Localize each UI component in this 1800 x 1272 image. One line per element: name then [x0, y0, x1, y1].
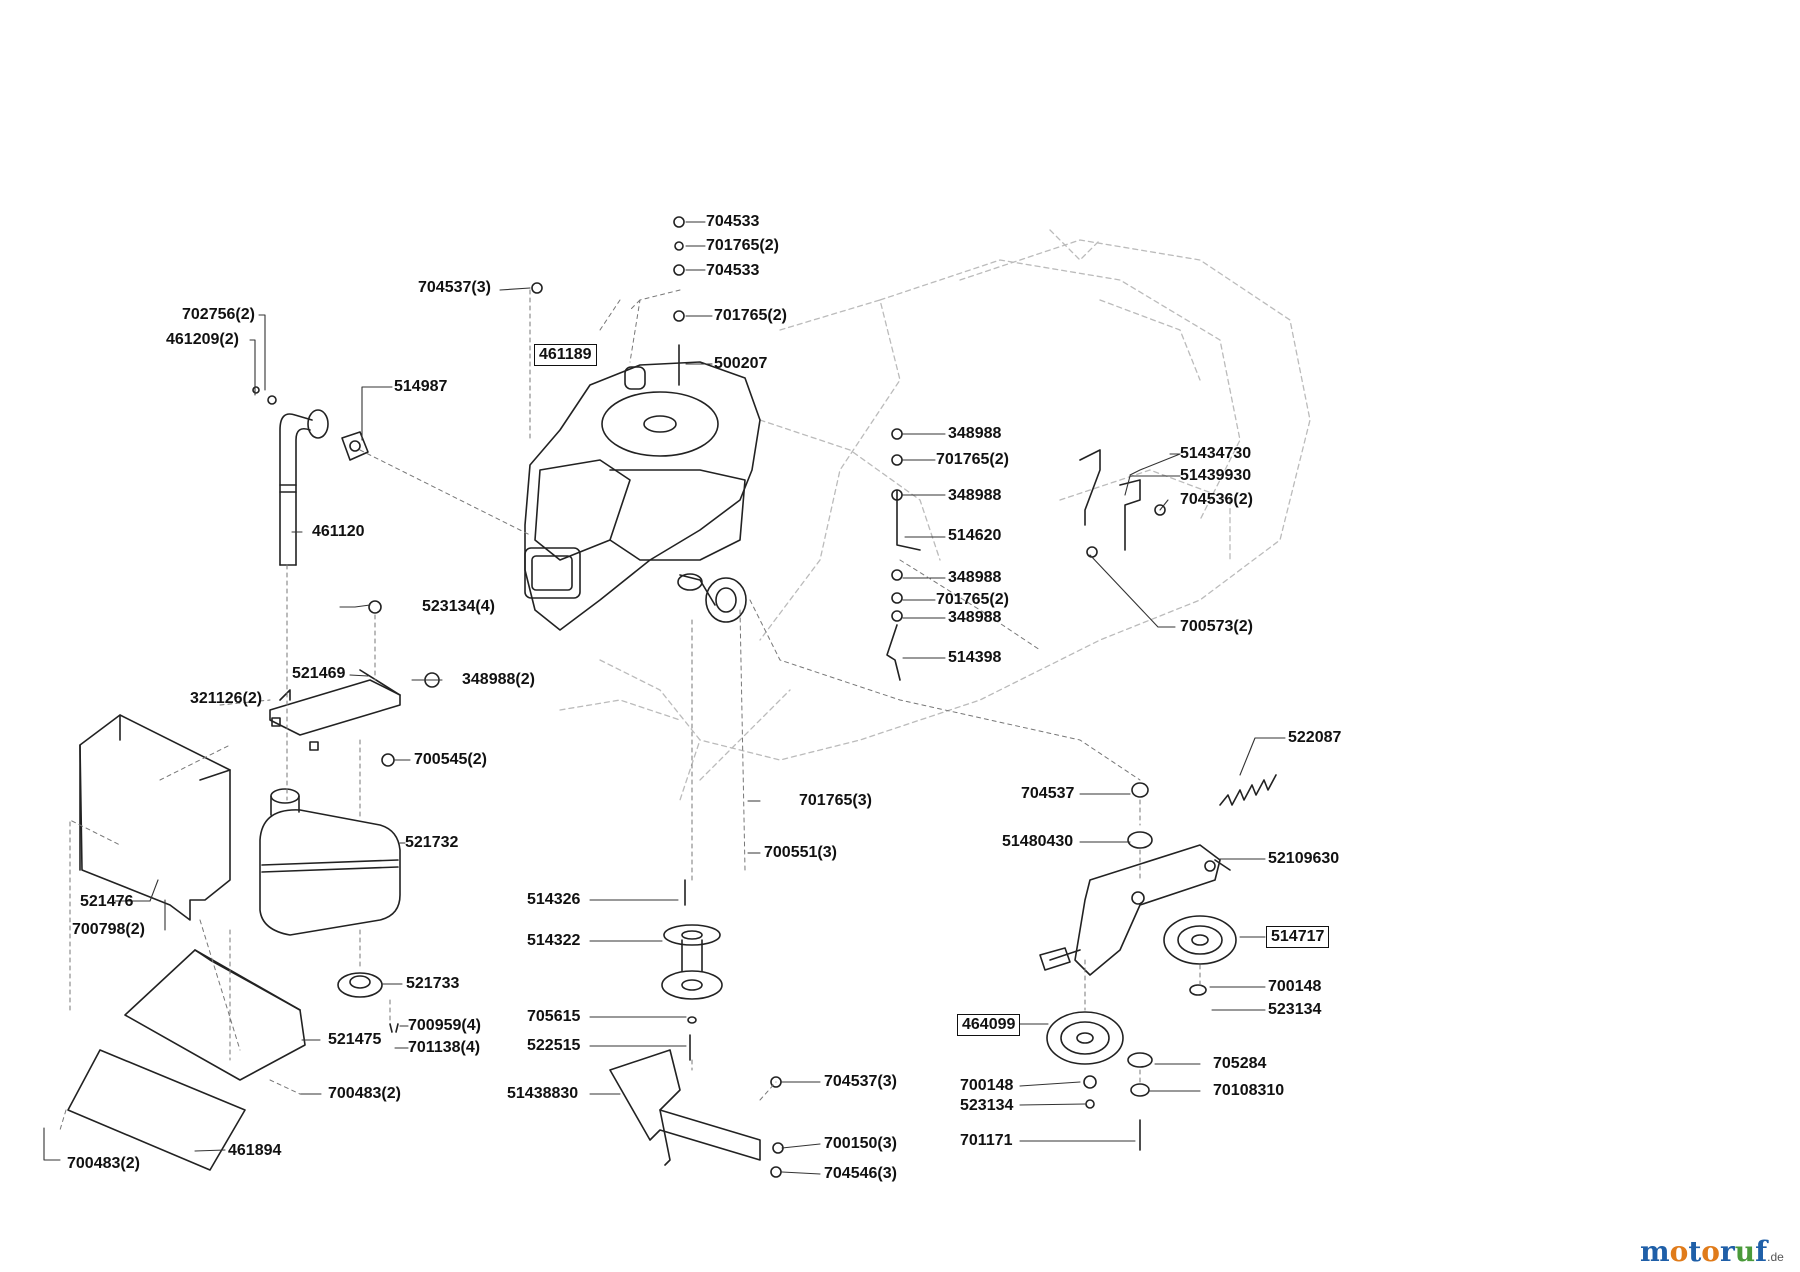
part-label: 521475: [328, 1031, 382, 1048]
brand-letter: o: [1701, 1235, 1720, 1268]
part-label: 704536(2): [1180, 491, 1253, 508]
part-label: 514620: [948, 527, 1002, 544]
part-label: 70108310: [1213, 1082, 1285, 1099]
brand-letter: u: [1734, 1235, 1756, 1268]
part-label: 522087: [1288, 729, 1342, 746]
heat-shield: [79, 714, 231, 921]
part-label: 700148: [1268, 978, 1322, 995]
part-label: 704537(3): [824, 1073, 897, 1090]
spring: [1219, 774, 1277, 806]
part-label: 348988: [948, 425, 1002, 442]
part-label: 704546(3): [824, 1165, 897, 1182]
part-label: 523134: [1268, 1001, 1322, 1018]
part-label: 701138(4): [408, 1039, 481, 1056]
part-label: 705284: [1213, 1055, 1267, 1072]
part-label: 348988(2): [462, 671, 535, 688]
part-label: 51434730: [1180, 445, 1252, 462]
part-label: 704537(3): [418, 279, 491, 296]
part-label: 51438830: [507, 1085, 579, 1102]
leader-lines: [43, 221, 1286, 1175]
part-label: 701765(2): [706, 237, 779, 254]
brand-letter: r: [1719, 1235, 1735, 1268]
part-label: 705615: [527, 1008, 581, 1025]
part-label: 514398: [948, 649, 1002, 666]
muffler-bracket: [269, 600, 440, 767]
part-label: 704533: [706, 262, 760, 279]
muffler: [259, 788, 401, 936]
part-label: 321126(2): [190, 690, 263, 707]
pulley-assembly: [661, 879, 723, 1061]
part-label: 521476: [80, 893, 134, 910]
part-label: 700148: [960, 1077, 1014, 1094]
top-fasteners: [531, 216, 685, 386]
part-label: 514322: [527, 932, 581, 949]
part-label: 523134: [960, 1097, 1014, 1114]
part-label: 521469: [292, 665, 346, 682]
brand-letter: t: [1688, 1235, 1702, 1268]
part-label: 701765(3): [799, 792, 872, 809]
part-label-boxed: 514717: [1266, 926, 1330, 948]
part-label: 701171: [960, 1132, 1013, 1149]
engine: [524, 361, 761, 631]
part-label: 52109630: [1268, 850, 1340, 867]
exhaust-pipe: [252, 386, 369, 566]
part-label: 348988: [948, 609, 1002, 626]
part-label: 700959(4): [408, 1017, 481, 1034]
brand-letter: o: [1669, 1235, 1689, 1268]
part-label: 522515: [527, 1037, 581, 1054]
part-label: 700798(2): [72, 921, 145, 938]
part-label: 700573(2): [1180, 618, 1253, 635]
dashed-assembly-lines: [59, 289, 1201, 1131]
part-label: 523134(4): [422, 598, 495, 615]
part-label: 700545(2): [414, 751, 487, 768]
part-label: 700551(3): [764, 844, 837, 861]
brand-domain: .de: [1767, 1250, 1784, 1264]
idler-bracket: [609, 1049, 784, 1178]
part-label: 348988: [948, 569, 1002, 586]
part-label: 701765(2): [936, 451, 1009, 468]
part-label: 700483(2): [67, 1155, 140, 1172]
muffler-flange: [337, 972, 399, 1033]
brand-letter: m: [1640, 1235, 1670, 1268]
part-label: 51439930: [1180, 467, 1252, 484]
part-label: 461120: [312, 523, 365, 540]
linkage-rods: [886, 428, 1166, 681]
right-pulleys: [1046, 782, 1237, 1151]
part-label: 348988: [948, 487, 1002, 504]
part-label: 701765(2): [936, 591, 1009, 608]
part-label: 514326: [527, 891, 581, 908]
part-label-boxed: 464099: [957, 1014, 1021, 1036]
part-label: 461894: [228, 1142, 282, 1159]
part-label: 700483(2): [328, 1085, 401, 1102]
part-label: 51480430: [1002, 833, 1074, 850]
part-label: 704537: [1021, 785, 1075, 802]
part-label-boxed: 461189: [534, 344, 597, 366]
brand-letter: f: [1755, 1235, 1768, 1268]
idler-arm: [1039, 844, 1231, 976]
part-label: 521733: [406, 975, 460, 992]
part-label: 521732: [405, 834, 459, 851]
part-label: 700150(3): [824, 1135, 897, 1152]
part-label: 704533: [706, 213, 760, 230]
chassis-outline: [559, 229, 1311, 801]
part-label: 500207: [714, 355, 768, 372]
part-label: 701765(2): [714, 307, 787, 324]
part-label: 514987: [394, 378, 448, 395]
brand-watermark: motoruf.de: [1640, 1237, 1784, 1272]
part-label: 461209(2): [166, 331, 239, 348]
part-label: 702756(2): [182, 306, 255, 323]
lower-shield: [67, 949, 306, 1171]
